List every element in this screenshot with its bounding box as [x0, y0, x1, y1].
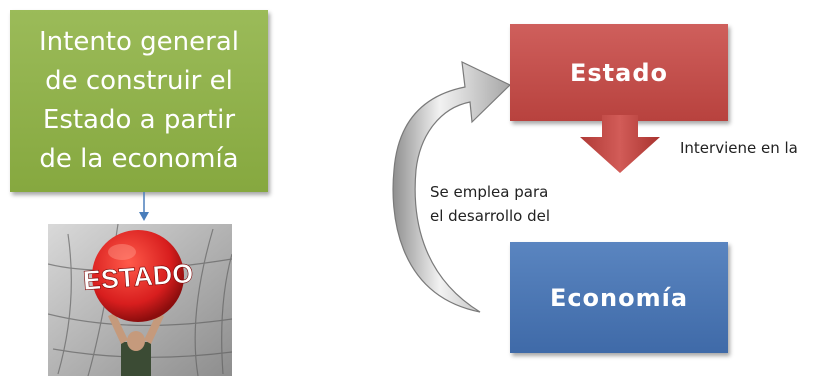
estado-ball-illustration: ESTADO	[48, 224, 232, 376]
estado-node: Estado	[510, 24, 728, 121]
emplea-line-2: el desarrollo del	[430, 207, 551, 225]
economia-node: Economía	[510, 242, 728, 353]
curved-cycle-arrow	[392, 60, 512, 313]
concept-line-4: de la economía	[39, 144, 239, 174]
estado-label: Estado	[569, 58, 668, 87]
emplea-line-1: Se emplea para	[430, 183, 549, 201]
concept-line-3: Estado a partir	[42, 105, 236, 135]
down-arrow	[580, 115, 660, 173]
connector-arrow	[139, 192, 149, 221]
concept-box: Intento general de construir el Estado a…	[10, 10, 268, 192]
emplea-label: Se emplea para el desarrollo del	[430, 180, 550, 228]
concept-text: Intento general de construir el Estado a…	[27, 23, 252, 179]
concept-line-1: Intento general	[38, 27, 239, 57]
intervene-label: Interviene en la	[680, 139, 798, 157]
economia-label: Economía	[549, 283, 689, 312]
concept-line-2: de construir el	[45, 66, 233, 96]
ball-label: ESTADO	[82, 258, 194, 296]
